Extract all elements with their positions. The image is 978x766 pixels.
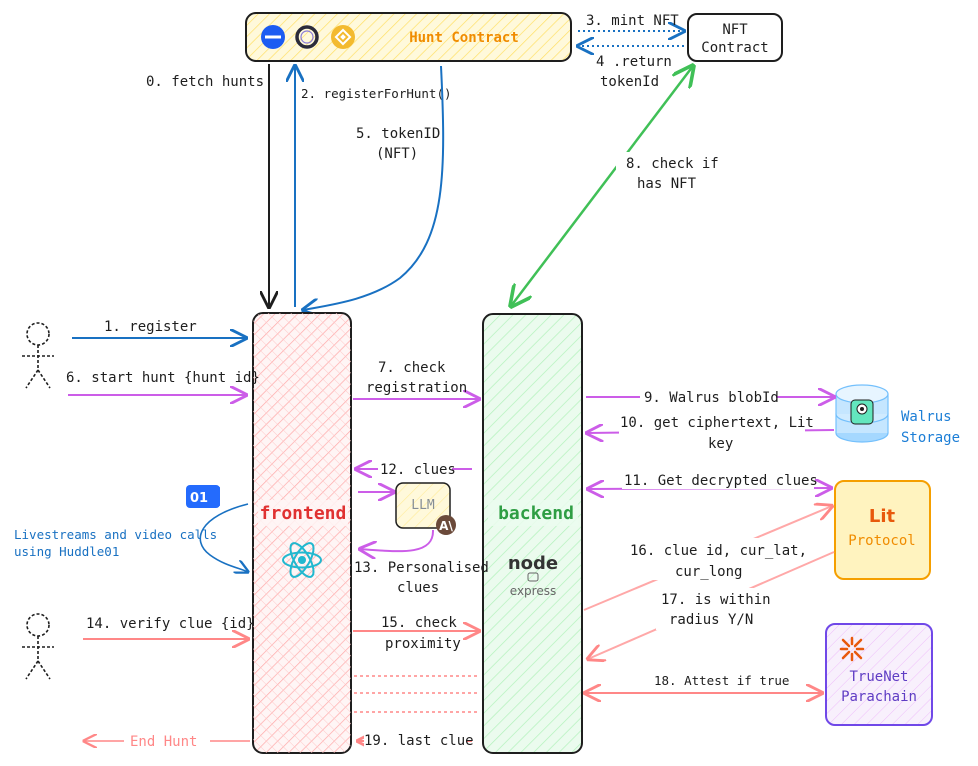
- token-id-arrow: [303, 65, 445, 310]
- anthropic-icon: A\: [436, 515, 456, 535]
- step-2-label: 2. registerForHunt(): [301, 86, 452, 101]
- frontend-label: frontend: [260, 503, 347, 524]
- walrus-storage-node: Walrus Storage: [835, 384, 960, 446]
- step-19-label: 19. last clue: [364, 733, 474, 749]
- lit-logo: Lit: [869, 506, 896, 527]
- step-13-label-line2: clues: [397, 580, 439, 596]
- base-chain-icon: [261, 25, 285, 49]
- bnb-chain-icon: [331, 25, 355, 49]
- step-7-label-line2: registration: [366, 380, 467, 396]
- step-16-label-line2: cur_long: [675, 564, 742, 580]
- step-5-label-line1: 5. tokenID: [356, 126, 440, 142]
- huddle-arrow: [199, 503, 248, 572]
- node-logo-text: node: [508, 553, 558, 574]
- step-8-label-line1: 8. check if: [626, 156, 719, 172]
- llm-node: LLM A\: [395, 482, 456, 535]
- truenet-label-line1: TrueNet: [849, 669, 908, 685]
- database-icon: [835, 384, 889, 443]
- huddle01-icon: 01: [186, 485, 220, 508]
- check-has-nft-arrow: [511, 66, 693, 306]
- step-16-label-line1: 16. clue id, cur_lat,: [630, 543, 807, 559]
- user-figure-top: [22, 322, 54, 389]
- step-10-label-line1: 10. get ciphertext, Lit: [620, 415, 814, 431]
- react-icon: [282, 542, 322, 578]
- step-15-label-line1: 15. check: [381, 615, 457, 631]
- step-8-label-line2: has NFT: [637, 176, 697, 192]
- step-1-label: 1. register: [104, 319, 197, 335]
- truenet-parachain-node: TrueNet Parachain: [825, 623, 933, 726]
- huddle-badge-text: 01: [190, 491, 208, 506]
- llm-label: LLM: [411, 498, 435, 513]
- lit-protocol-label: Protocol: [848, 533, 915, 549]
- end-hunt-label: End Hunt: [130, 734, 197, 750]
- backend-node: backend node express: [482, 313, 583, 754]
- truenet-label-line2: Parachain: [841, 689, 917, 705]
- walrus-label-line1: Walrus: [901, 409, 952, 425]
- step-7-label-line1: 7. check: [378, 360, 446, 376]
- huddle-note-line2: using Huddle01: [14, 544, 119, 559]
- step-4-label-line1: 4 .return: [596, 54, 672, 70]
- nft-contract-node: NFT Contract: [687, 13, 783, 62]
- walrus-label-line2: Storage: [901, 430, 960, 446]
- nft-contract-label-line2: Contract: [701, 40, 768, 56]
- step-17-label-line1: 17. is within: [661, 592, 771, 608]
- step-5-label-line2: (NFT): [376, 146, 418, 162]
- step-15-label-line2: proximity: [385, 636, 461, 652]
- hunt-contract-label: Hunt Contract: [409, 30, 519, 46]
- step-10-label-line2: key: [708, 436, 733, 452]
- express-logo-text: express: [510, 584, 556, 598]
- truenet-logo-icon: [839, 636, 865, 662]
- step-6-label: 6. start hunt {hunt id}: [66, 370, 260, 386]
- step-0-label: 0. fetch hunts: [146, 74, 264, 90]
- step-3-label: 3. mint NFT: [586, 13, 679, 29]
- step-4-label-line2: tokenId: [600, 74, 659, 90]
- nodejs-express-logo: node express: [508, 553, 558, 598]
- step-18-label: 18. Attest if true: [654, 673, 789, 688]
- optimism-ring-icon: [295, 25, 319, 49]
- step-17-label-line2: radius Y/N: [669, 612, 753, 628]
- step-14-label: 14. verify clue {id}: [86, 616, 255, 632]
- frontend-node: frontend: [252, 312, 352, 754]
- user-figure-bottom: [22, 613, 54, 680]
- huddle-note-line1: Livestreams and video calls: [14, 527, 217, 542]
- personalised-clues-arrow: [360, 529, 435, 551]
- step-13-label-line1: 13. Personalised: [354, 560, 489, 576]
- step-9-label: 9. Walrus blobId: [644, 390, 779, 406]
- step-11-label: 11. Get decrypted clues: [624, 473, 818, 489]
- hunt-contract-node: Hunt Contract: [245, 12, 572, 62]
- step-12-label: 12. clues: [380, 462, 456, 478]
- backend-label: backend: [498, 503, 574, 524]
- svg-text:A\: A\: [439, 519, 453, 533]
- nft-contract-label-line1: NFT: [722, 22, 748, 38]
- lit-protocol-node: Lit Protocol: [834, 480, 931, 580]
